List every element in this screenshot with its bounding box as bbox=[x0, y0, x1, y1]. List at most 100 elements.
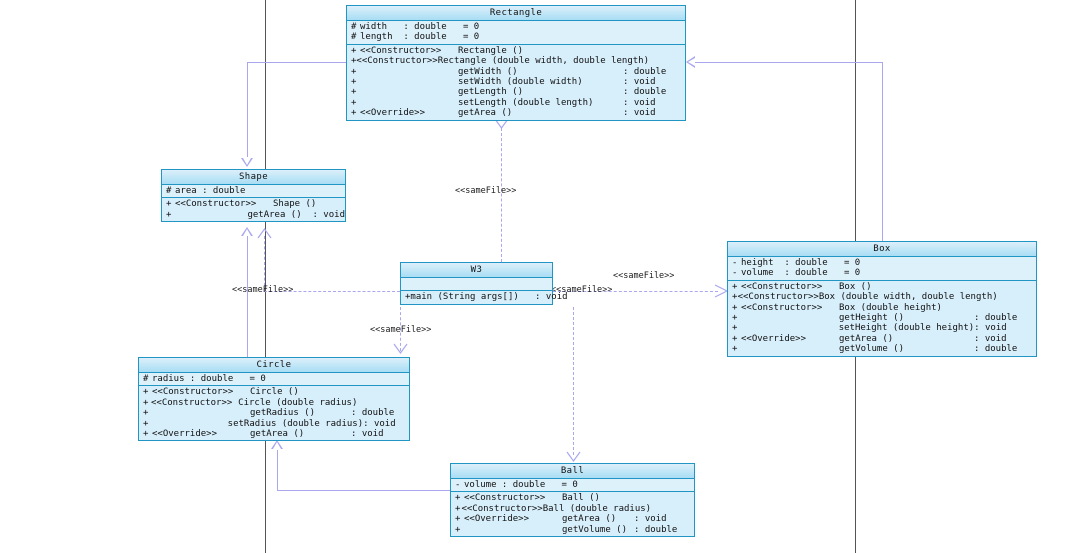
visibility: + bbox=[732, 333, 738, 344]
visibility: # bbox=[143, 374, 149, 384]
return-type: : void bbox=[623, 76, 656, 87]
operation-row: + <<Override>> getArea () : void bbox=[347, 108, 685, 118]
edge-label-w3-rectangle: <<sameFile>> bbox=[455, 186, 517, 196]
visibility: + bbox=[351, 56, 357, 67]
visibility: + bbox=[351, 97, 357, 108]
attribute-text: volume : double = 0 bbox=[464, 480, 578, 490]
operation-row: + <<Constructor>> Ball () bbox=[451, 493, 694, 503]
uml-class-shape[interactable]: Shape # area : double + <<Constructor>> … bbox=[161, 169, 346, 223]
attribute-row: - volume : double = 0 bbox=[728, 268, 1036, 278]
edge-label-w3-box-near: <<sameFile>> bbox=[551, 285, 613, 295]
attribute-row: # width : double = 0 bbox=[347, 22, 685, 32]
uml-class-ball[interactable]: Ball - volume : double = 0 + <<Construct… bbox=[450, 463, 695, 537]
class-attributes-circle: # radius : double = 0 bbox=[139, 373, 409, 387]
signature: getArea () bbox=[839, 333, 894, 344]
signature: Rectangle () bbox=[458, 45, 524, 56]
operation-row: + <<Constructor>> Circle () bbox=[139, 387, 409, 397]
class-operations-box: + <<Constructor>> Box () + <<Constructor… bbox=[728, 280, 1036, 356]
signature: Box () bbox=[839, 281, 872, 292]
signature: Ball (double radius) bbox=[542, 503, 652, 514]
visibility: + bbox=[732, 302, 738, 313]
visibility: # bbox=[351, 22, 357, 32]
attribute-row: # radius : double = 0 bbox=[139, 374, 409, 384]
operation-row: + setWidth (double width) : void bbox=[347, 77, 685, 87]
page-guide-left bbox=[265, 0, 266, 553]
visibility: + bbox=[732, 281, 738, 292]
attribute-row: # area : double bbox=[162, 186, 345, 196]
stereotype: <<Constructor>> bbox=[175, 199, 257, 210]
visibility: + bbox=[455, 493, 461, 504]
visibility: - bbox=[732, 268, 738, 279]
operation-row: + <<Constructor>> Rectangle (double widt… bbox=[347, 56, 685, 66]
signature: getArea () bbox=[562, 514, 617, 525]
edge-label-w3-shape: <<sameFile>> bbox=[232, 285, 294, 295]
visibility: + bbox=[143, 418, 149, 429]
signature: getRadius () bbox=[250, 408, 316, 419]
uml-class-circle[interactable]: Circle # radius : double = 0 + <<Constru… bbox=[138, 357, 410, 442]
return-type: : void bbox=[974, 333, 1007, 344]
signature: getArea () : void bbox=[247, 209, 345, 220]
operation-row: + <<Constructor>> Rectangle () bbox=[347, 46, 685, 56]
edge-ball-circle-v bbox=[277, 450, 278, 490]
operation-row: + main (String args[]) : void bbox=[401, 292, 568, 303]
signature: Circle () bbox=[250, 387, 299, 398]
attribute-row: # length : double = 0 bbox=[347, 32, 685, 42]
class-title-rectangle: Rectangle bbox=[347, 6, 685, 21]
operation-row: + <<Constructor>> Shape () bbox=[162, 199, 345, 209]
attribute-text: width : double = 0 bbox=[360, 22, 480, 32]
edge-rectangle-shape-v bbox=[247, 62, 248, 157]
visibility: + bbox=[351, 45, 357, 56]
operation-row: + setHeight (double height) : void bbox=[728, 323, 1036, 333]
operation-row: + <<Constructor>> Ball (double radius) bbox=[451, 504, 694, 514]
signature: setHeight (double height) bbox=[838, 323, 975, 334]
visibility: # bbox=[166, 186, 172, 196]
edge-label-w3-circle: <<sameFile>> bbox=[370, 325, 432, 335]
edge-w3-circle-dash bbox=[400, 307, 401, 351]
attribute-row: - height : double = 0 bbox=[728, 258, 1036, 268]
edge-label-w3-box: <<sameFile>> bbox=[613, 271, 675, 281]
dependency-arrow-w3-rectangle bbox=[494, 118, 510, 130]
edge-w3-shape-dash-v bbox=[264, 236, 265, 291]
return-type: : double bbox=[974, 344, 1018, 355]
stereotype: <<Override>> bbox=[464, 514, 530, 525]
signature: Ball () bbox=[562, 493, 600, 504]
signature: Box (double height) bbox=[839, 302, 942, 313]
signature: Shape () bbox=[273, 199, 317, 210]
return-type: : void bbox=[974, 323, 1007, 334]
visibility: - bbox=[455, 480, 461, 490]
generalization-arrow-box-rectangle bbox=[686, 56, 695, 68]
signature: getVolume () bbox=[839, 344, 905, 355]
signature: getVolume () bbox=[562, 524, 628, 535]
operation-row: + <<Constructor>> Box () bbox=[728, 282, 1036, 292]
visibility: + bbox=[732, 292, 738, 303]
signature: getWidth () bbox=[458, 66, 518, 77]
visibility: + bbox=[405, 292, 411, 303]
operation-row: + <<Constructor>> Box (double width, dou… bbox=[728, 292, 1036, 302]
uml-class-rectangle[interactable]: Rectangle # width : double = 0 # length … bbox=[346, 5, 686, 121]
uml-class-box[interactable]: Box - height : double = 0 - volume : dou… bbox=[727, 241, 1037, 357]
class-title-circle: Circle bbox=[139, 358, 409, 373]
signature: getArea () bbox=[458, 108, 513, 119]
visibility: + bbox=[143, 428, 149, 439]
stereotype: <<Override>> bbox=[152, 428, 218, 439]
operation-row: + <<Override>> getArea () : void bbox=[728, 334, 1036, 344]
edge-w3-box-dash bbox=[553, 291, 718, 292]
generalization-arrow-ball-circle bbox=[271, 440, 283, 449]
return-type: : void bbox=[623, 108, 656, 119]
operation-row: + getVolume () : double bbox=[728, 344, 1036, 354]
visibility: + bbox=[732, 323, 738, 334]
return-type: : void bbox=[623, 97, 656, 108]
edge-w3-ball-dash bbox=[573, 307, 574, 455]
return-type: : void bbox=[634, 514, 667, 525]
operation-row: + <<Constructor>> Circle (double radius) bbox=[139, 398, 409, 408]
uml-class-w3[interactable]: W3 + main (String args[]) : void bbox=[400, 262, 568, 305]
edge-w3-shape-dash-h bbox=[264, 291, 400, 292]
operation-row: + getRadius () : double bbox=[139, 408, 409, 418]
visibility: + bbox=[143, 387, 149, 398]
operation-row: + <<Override>> getArea () : void bbox=[451, 514, 694, 524]
return-type: : double bbox=[351, 408, 395, 419]
signature: Box (double width, double length) bbox=[818, 292, 998, 303]
class-operations-rectangle: + <<Constructor>> Rectangle () + <<Const… bbox=[347, 44, 685, 120]
signature: getHeight () bbox=[839, 312, 905, 323]
